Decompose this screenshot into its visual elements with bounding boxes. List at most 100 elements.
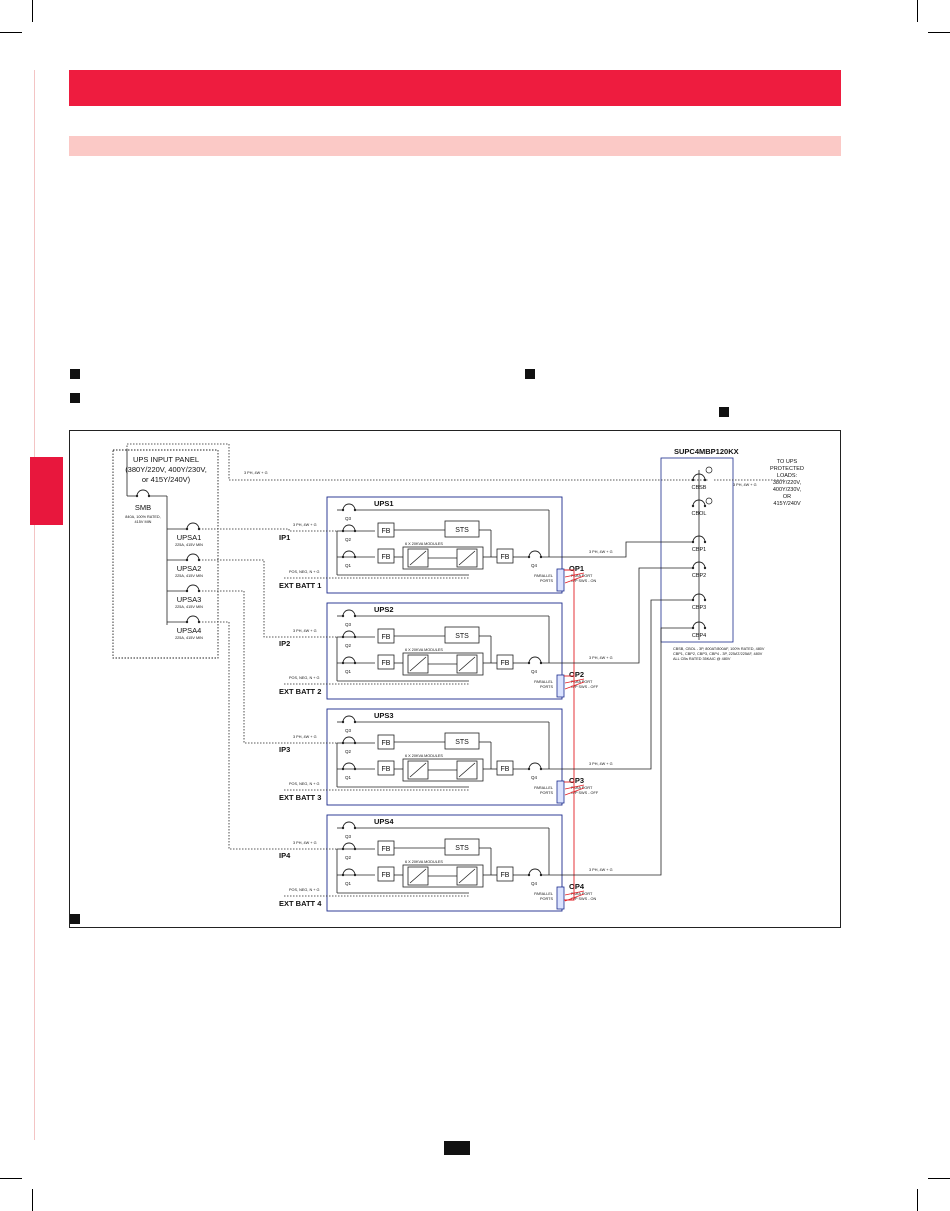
q4-label: Q4 — [531, 563, 538, 568]
cabinet-breaker — [692, 499, 706, 507]
parallel-port — [556, 568, 565, 592]
parallel-ports-label: PORTS — [540, 685, 553, 689]
bullet-icon — [719, 407, 729, 417]
op-note: PARA PORT — [571, 892, 593, 896]
inverter-symbol — [458, 656, 476, 672]
q1-breaker-terminal — [341, 555, 345, 559]
sts-label: STS — [455, 739, 469, 746]
q1-breaker-terminal — [341, 661, 345, 665]
fb-block — [377, 548, 395, 564]
output-line-label: 3 PH, 4W + G — [589, 656, 613, 660]
input-label: IP4 — [279, 851, 291, 860]
load-label: OR — [783, 494, 791, 500]
op-note: O/P SWS - OFF — [571, 685, 599, 689]
output-label: OP4 — [569, 882, 585, 891]
cabinet-breaker-terminal — [703, 626, 707, 630]
cabinet-note: CBSB, CBOL - 3P, 800AT/800AF, 100% RATED… — [673, 647, 765, 651]
fb-label: FB — [382, 740, 391, 747]
q1-label: Q1 — [345, 775, 352, 780]
cabinet-breaker — [692, 621, 706, 629]
op-note: O/P SWS - ON — [571, 579, 597, 583]
q1-breaker-terminal — [353, 873, 357, 877]
ups-module-box — [326, 708, 563, 806]
rectifier-symbol — [409, 762, 427, 778]
power-modules-frame — [402, 652, 484, 676]
upsa-label: UPSA1 — [177, 533, 202, 542]
load-label: 415Y/240V — [773, 501, 801, 507]
q3-breaker — [342, 715, 356, 723]
battery-line-label: POS, NEG, N + G — [289, 570, 320, 574]
smb-note: 840A, 100% RATED, — [125, 515, 160, 519]
input-line-label: 3 PH, 4W + G — [293, 841, 317, 845]
q4-breaker — [528, 656, 542, 664]
q1-label: Q1 — [345, 669, 352, 674]
fb-label: FB — [501, 872, 510, 879]
q4-breaker-terminal — [527, 661, 531, 665]
q4-breaker — [528, 550, 542, 558]
upsa-breaker-terminal — [185, 558, 189, 562]
upsa-label: UPSA4 — [177, 626, 202, 635]
rectifier-symbol — [409, 868, 427, 884]
parallel-link — [564, 569, 575, 901]
input-panel-title: or 415Y/240V) — [142, 475, 191, 484]
module-output-wire — [562, 541, 693, 558]
side-margin-line — [34, 70, 35, 1140]
load-label: LOADS: — [777, 473, 798, 479]
sts-label: STS — [455, 527, 469, 534]
cabinet-breaker — [692, 535, 706, 543]
cabinet-breaker-label: CBOL — [692, 511, 707, 517]
bypass-line-label: 3 PH, 4W + G — [244, 471, 268, 475]
op-pointer — [564, 787, 585, 796]
q4-label: Q4 — [531, 881, 538, 886]
q2-breaker-terminal — [353, 529, 357, 533]
power-modules-frame — [402, 546, 484, 570]
parallel-ports-label: PARALLEL — [534, 574, 553, 578]
rectifier-symbol — [409, 550, 427, 566]
q1-breaker-terminal — [353, 661, 357, 665]
q1-breaker-terminal — [353, 767, 357, 771]
fb-block — [496, 866, 514, 882]
power-modules-frame — [402, 758, 484, 782]
upsa-breaker — [186, 522, 200, 530]
op-pointer — [564, 572, 585, 578]
crop-mark — [32, 1189, 33, 1211]
side-tab — [30, 457, 63, 525]
fb-block — [377, 654, 395, 670]
q2-label: Q2 — [345, 855, 352, 860]
q4-label: Q4 — [531, 775, 538, 780]
input-label: IP1 — [279, 533, 290, 542]
input-panel-box — [112, 449, 219, 659]
op-pointer — [564, 784, 585, 790]
module-output-wire — [562, 567, 693, 664]
fb-label: FB — [382, 660, 391, 667]
ups-module-box — [326, 602, 563, 700]
q2-breaker-terminal — [341, 847, 345, 851]
fb-block — [377, 866, 395, 882]
cabinet-output-label: 3 PH, 4W + G — [733, 483, 757, 487]
bullet-icon — [70, 914, 80, 924]
op-pointer — [564, 575, 585, 584]
op-note: O/P SWS - ON — [571, 897, 597, 901]
fb-block — [496, 548, 514, 564]
upsa-label: UPSA3 — [177, 595, 202, 604]
bullet-icon — [70, 393, 80, 403]
cabinet-breaker-label: CBSB — [692, 485, 707, 491]
q2-breaker — [342, 736, 356, 744]
cabinet-breaker-terminal — [691, 478, 695, 482]
bypass-wire — [126, 443, 709, 481]
q1-label: Q1 — [345, 563, 352, 568]
sts-label: STS — [455, 845, 469, 852]
power-modules-frame — [402, 864, 484, 888]
q2-breaker-terminal — [353, 847, 357, 851]
battery-label: EXT BATT 3 — [279, 793, 321, 802]
indicator-icon — [705, 466, 713, 474]
output-label: OP1 — [569, 564, 584, 573]
parallel-port — [556, 674, 565, 698]
parallel-ports-label: PORTS — [540, 897, 553, 901]
q3-label: Q3 — [345, 622, 352, 627]
ups-module-name: UPS2 — [374, 605, 394, 614]
cabinet-breaker — [692, 473, 706, 481]
upsa-breaker — [186, 553, 200, 561]
smb-label: SMB — [135, 503, 151, 512]
input-label: IP2 — [279, 639, 290, 648]
